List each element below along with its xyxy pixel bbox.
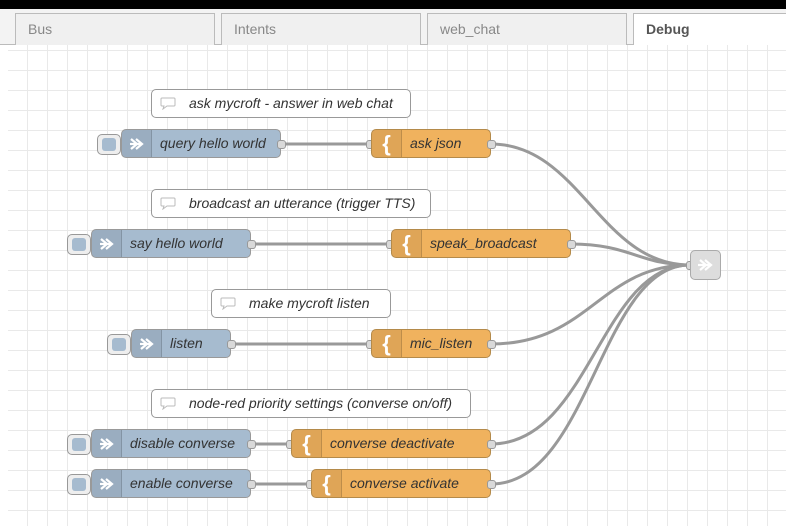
output-port[interactable] (247, 480, 256, 489)
output-port[interactable] (487, 480, 496, 489)
inject-label: disable converse (130, 435, 236, 451)
tab-intents[interactable]: Intents (221, 13, 421, 45)
speech-bubble-icon (220, 297, 236, 310)
workspace-left-edge (0, 45, 8, 526)
output-port[interactable] (247, 440, 256, 449)
template-node[interactable]: { ask json (371, 129, 491, 158)
output-port[interactable] (487, 340, 496, 349)
inject-arrow-icon (132, 330, 162, 357)
output-port[interactable] (487, 440, 496, 449)
output-port[interactable] (487, 140, 496, 149)
speech-bubble-icon (160, 397, 176, 410)
speech-bubble-icon (160, 197, 176, 210)
inject-trigger-button[interactable] (97, 134, 121, 155)
inject-node[interactable]: listen (131, 329, 231, 358)
template-node[interactable]: { converse deactivate (291, 429, 491, 458)
inject-node[interactable]: disable converse (91, 429, 251, 458)
inject-label: say hello world (130, 235, 223, 251)
comment-node[interactable]: broadcast an utterance (trigger TTS) (151, 189, 431, 218)
inject-label: query hello world (160, 135, 266, 151)
output-port[interactable] (567, 240, 576, 249)
inject-trigger-button[interactable] (67, 474, 91, 495)
comment-label: ask mycroft - answer in web chat (189, 95, 393, 111)
comment-label: make mycroft listen (249, 295, 370, 311)
inject-arrow-icon (122, 130, 152, 157)
template-node[interactable]: { mic_listen (371, 329, 491, 358)
inject-label: enable converse (130, 475, 233, 491)
inject-trigger-button[interactable] (67, 234, 91, 255)
template-label: converse activate (350, 475, 459, 491)
curly-brace-icon: { (372, 130, 402, 157)
comment-node[interactable]: node-red priority settings (converse on/… (151, 389, 471, 418)
template-label: mic_listen (410, 335, 473, 351)
output-port[interactable] (227, 340, 236, 349)
inject-arrow-icon (92, 230, 122, 257)
inject-node[interactable]: query hello world (121, 129, 281, 158)
template-node[interactable]: { speak_broadcast (391, 229, 571, 258)
template-label: converse deactivate (330, 435, 455, 451)
link-out-icon (697, 259, 713, 271)
template-label: ask json (410, 135, 462, 151)
inject-arrow-icon (92, 430, 122, 457)
inject-node[interactable]: enable converse (91, 469, 251, 498)
inject-trigger-button[interactable] (107, 334, 131, 355)
speech-bubble-icon (160, 97, 176, 110)
tab-web-chat[interactable]: web_chat (427, 13, 627, 45)
template-node[interactable]: { converse activate (311, 469, 491, 498)
window-top-bar (0, 0, 786, 9)
curly-brace-icon: { (372, 330, 402, 357)
output-port[interactable] (247, 240, 256, 249)
comment-label: node-red priority settings (converse on/… (189, 395, 453, 411)
curly-brace-icon: { (292, 430, 322, 457)
curly-brace-icon: { (312, 470, 342, 497)
inject-node[interactable]: say hello world (91, 229, 251, 258)
comment-node[interactable]: ask mycroft - answer in web chat (151, 89, 411, 118)
inject-arrow-icon (92, 470, 122, 497)
comment-label: broadcast an utterance (trigger TTS) (189, 195, 416, 211)
output-port[interactable] (277, 140, 286, 149)
link-out-node[interactable] (690, 250, 721, 280)
comment-node[interactable]: make mycroft listen (211, 289, 391, 318)
inject-trigger-button[interactable] (67, 434, 91, 455)
tab-bus[interactable]: Bus (15, 13, 215, 45)
inject-label: listen (170, 335, 203, 351)
tab-debug[interactable]: Debug (633, 13, 786, 46)
template-label: speak_broadcast (430, 235, 537, 251)
curly-brace-icon: { (392, 230, 422, 257)
flow-tab-bar: Bus Intents web_chat Debug (0, 9, 786, 46)
